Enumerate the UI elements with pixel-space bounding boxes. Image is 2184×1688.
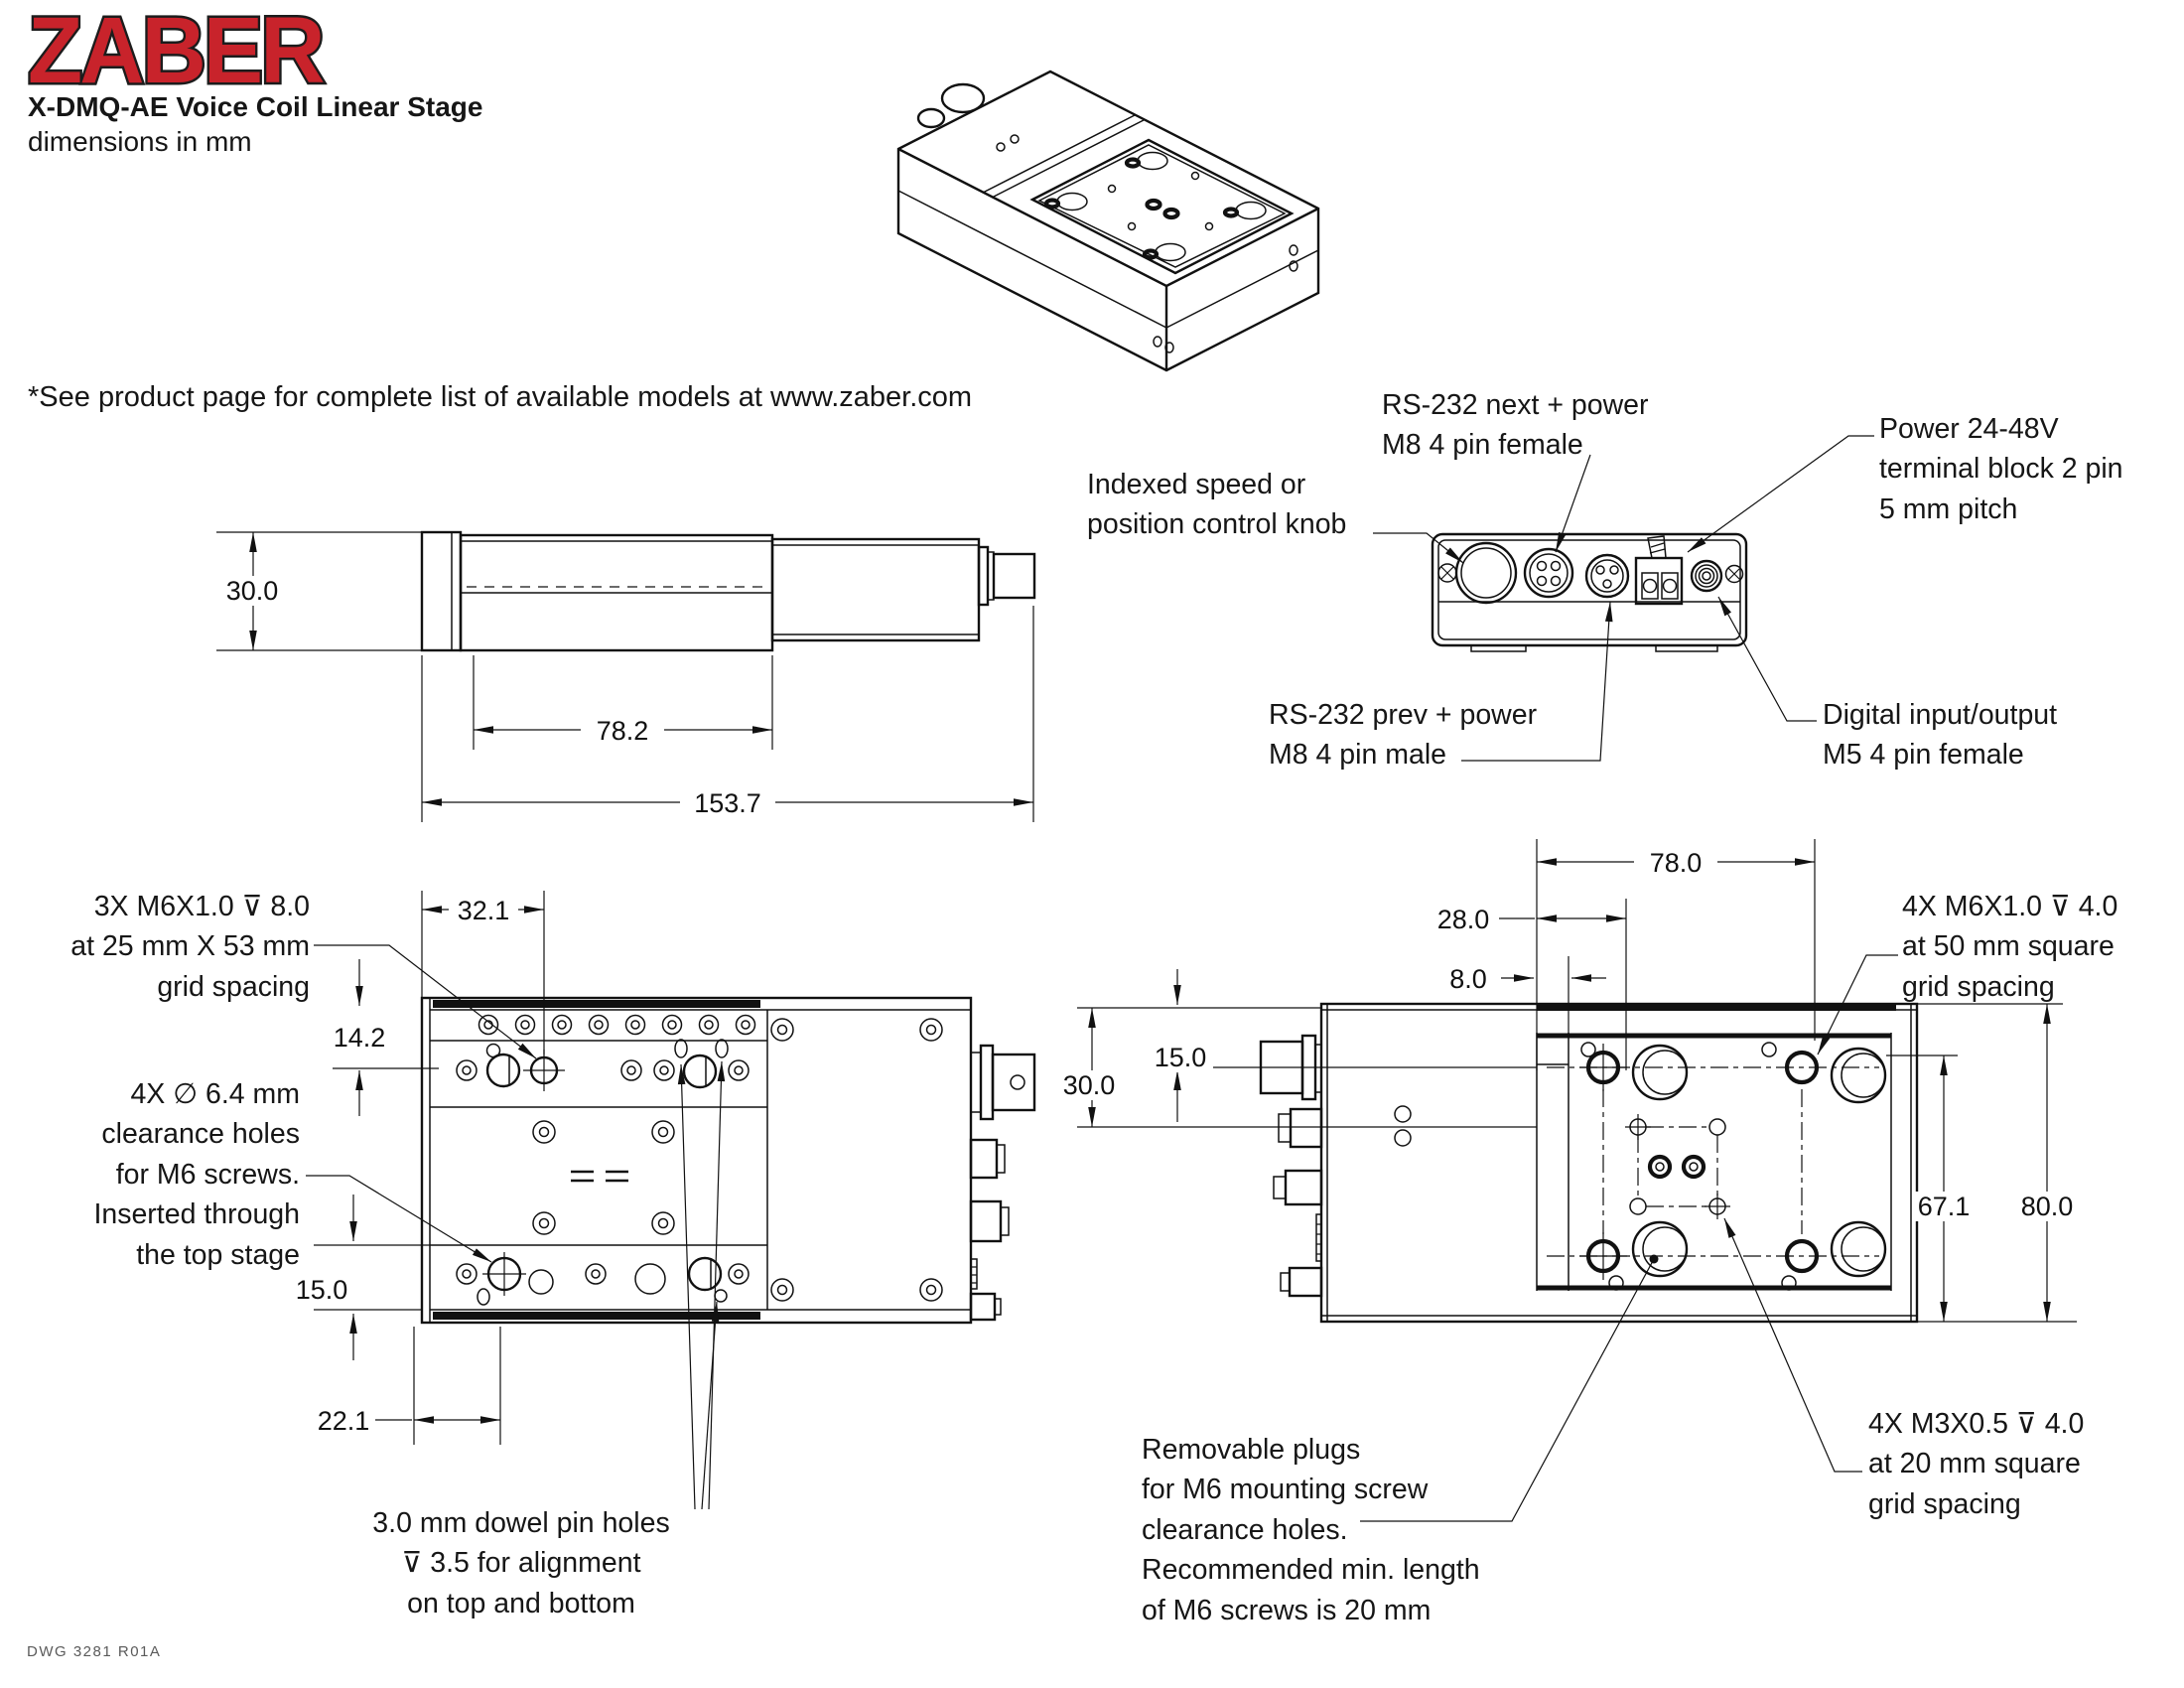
- dim-center-offset: 15.0: [1148, 1043, 1213, 1072]
- units-subtitle: dimensions in mm: [28, 126, 252, 157]
- callout-m6-grid: 3X M6X1.0 ⊽ 8.0 at 25 mm X 53 mm grid sp…: [70, 891, 310, 1003]
- dim-hole-offset-x: 28.0: [1430, 905, 1497, 934]
- screw-row: [478, 1014, 756, 1036]
- upper-hole-band: [456, 1039, 750, 1091]
- side-view-linework: [216, 530, 1036, 822]
- dim-side-carriage: 78.2: [581, 716, 664, 746]
- dim-top-band: 14.2: [328, 1023, 391, 1053]
- callout-digital-io: Digital input/output M5 4 pin female: [1823, 699, 2058, 772]
- bottom-view-connectors: [1259, 1034, 1323, 1298]
- dim-edge-offset: 8.0: [1441, 964, 1495, 994]
- callout-power: Power 24-48V terminal block 2 pin 5 mm p…: [1879, 413, 2123, 525]
- dim-hole-offset: 22.1: [312, 1406, 375, 1436]
- callout-rs232-next: RS-232 next + power M8 4 pin female: [1382, 389, 1649, 462]
- callout-rs232-prev: RS-232 prev + power M8 4 pin male: [1269, 699, 1538, 772]
- m3-tapped-holes: [1625, 1114, 1730, 1219]
- connector-panel-linework: [1373, 435, 1874, 762]
- dim-body-height: 80.0: [2015, 1192, 2079, 1221]
- dowel-holes: [1647, 1154, 1706, 1180]
- isometric-view-linework: [896, 70, 1320, 372]
- m6-tapped-holes: [1579, 1044, 1820, 1280]
- callout-dowel-pins: 3.0 mm dowel pin holes ⊽ 3.5 for alignme…: [372, 1507, 670, 1619]
- page-title: X-DMQ-AE Voice Coil Linear Stage: [28, 91, 483, 122]
- callout-clearance-holes: 4X ∅ 6.4 mm clearance holes for M6 screw…: [93, 1078, 300, 1271]
- drawing-number: DWG 3281 R01A: [27, 1643, 162, 1660]
- callout-m6-50mm: 4X M6X1.0 ⊽ 4.0 at 50 mm square grid spa…: [1902, 891, 2118, 1003]
- product-note: *See product page for complete list of a…: [28, 381, 973, 413]
- lower-hole-band: [456, 1252, 750, 1306]
- plug-holes: [1631, 1044, 1887, 1278]
- bottom-view-linework: [1077, 839, 2077, 1522]
- dim-body-width: 30.0: [1056, 1070, 1122, 1100]
- dim-inner-height: 67.1: [1913, 1192, 1975, 1221]
- corner-screws: [770, 1018, 943, 1302]
- dim-side-height: 30.0: [216, 576, 288, 606]
- zaber-logo: ZABER: [26, 0, 328, 103]
- callout-m3-20mm: 4X M3X0.5 ⊽ 4.0 at 20 mm square grid spa…: [1868, 1408, 2085, 1520]
- dim-bottom-band: 15.0: [290, 1275, 353, 1305]
- top-view-linework: [306, 891, 1036, 1510]
- dim-top-offset-x: 32.1: [449, 896, 518, 925]
- callout-knob: Indexed speed or position control knob: [1087, 469, 1347, 541]
- dim-plate-width: 78.0: [1634, 848, 1717, 878]
- top-view-connectors: [969, 1044, 1036, 1322]
- callout-removable-plugs: Removable plugs for M6 mounting screw cl…: [1142, 1434, 1480, 1626]
- dim-side-overall: 153.7: [680, 788, 775, 818]
- middle-screws: [532, 1120, 675, 1235]
